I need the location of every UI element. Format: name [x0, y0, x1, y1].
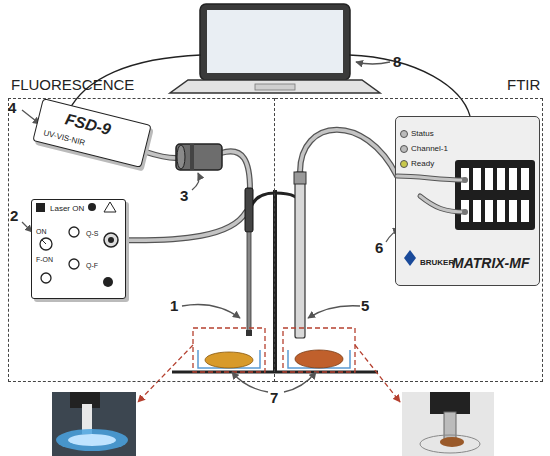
detail-frames	[138, 328, 400, 402]
photo-right	[402, 392, 494, 456]
spectrometer-box: FSD-9UV-VIS-NIR	[32, 98, 151, 168]
control-label: Q-F	[86, 262, 98, 269]
callout-number: 2	[10, 208, 18, 223]
fluorescence-probe	[245, 188, 253, 336]
callout-number: 7	[270, 390, 278, 405]
control-label: Q-S	[86, 230, 98, 237]
callout-arrows	[22, 62, 400, 392]
callout-number: 3	[180, 188, 188, 203]
ftir-spectrometer-box: StatusChannel-1ReadyBRUKERMATRIX-MF	[395, 116, 540, 286]
ftir-region: FTIRStatusChannel-1ReadyBRUKERMATRIX-MF	[275, 98, 543, 382]
callout-number: 6	[375, 240, 383, 255]
callout-number: 1	[170, 298, 178, 313]
stand	[172, 190, 378, 372]
switch-label: Laser ON	[50, 205, 84, 213]
device-name: FSD-9	[64, 111, 113, 138]
led-label: Ready	[411, 160, 434, 168]
led-label: Channel-1	[411, 145, 448, 153]
region-heading: FTIR	[507, 77, 540, 92]
led-label: Status	[411, 130, 434, 138]
model-name: MATRIX-MF	[452, 256, 530, 270]
laptop	[170, 4, 380, 93]
optical-fibers	[112, 130, 397, 241]
fluorescence-region: FLUORESCENCEFSD-9UV-VIS-NIRLaser ONONQ-S…	[8, 98, 275, 382]
callout-number: 8	[393, 54, 401, 69]
laser-box: Laser ON ON Q-S F-ON Q-F	[31, 199, 126, 299]
sample-dishes	[198, 350, 350, 368]
photo-left	[52, 392, 136, 456]
callout-number: 4	[8, 100, 16, 115]
ftir-probe	[294, 172, 306, 338]
brand-name: BRUKER	[420, 259, 454, 267]
region-heading: FLUORESCENCE	[11, 77, 134, 92]
control-label: ON	[36, 228, 47, 235]
collimator	[176, 144, 222, 170]
callout-number: 5	[361, 298, 369, 313]
device-range: UV-VIS-NIR	[43, 129, 86, 147]
control-label: F-ON	[36, 256, 53, 263]
